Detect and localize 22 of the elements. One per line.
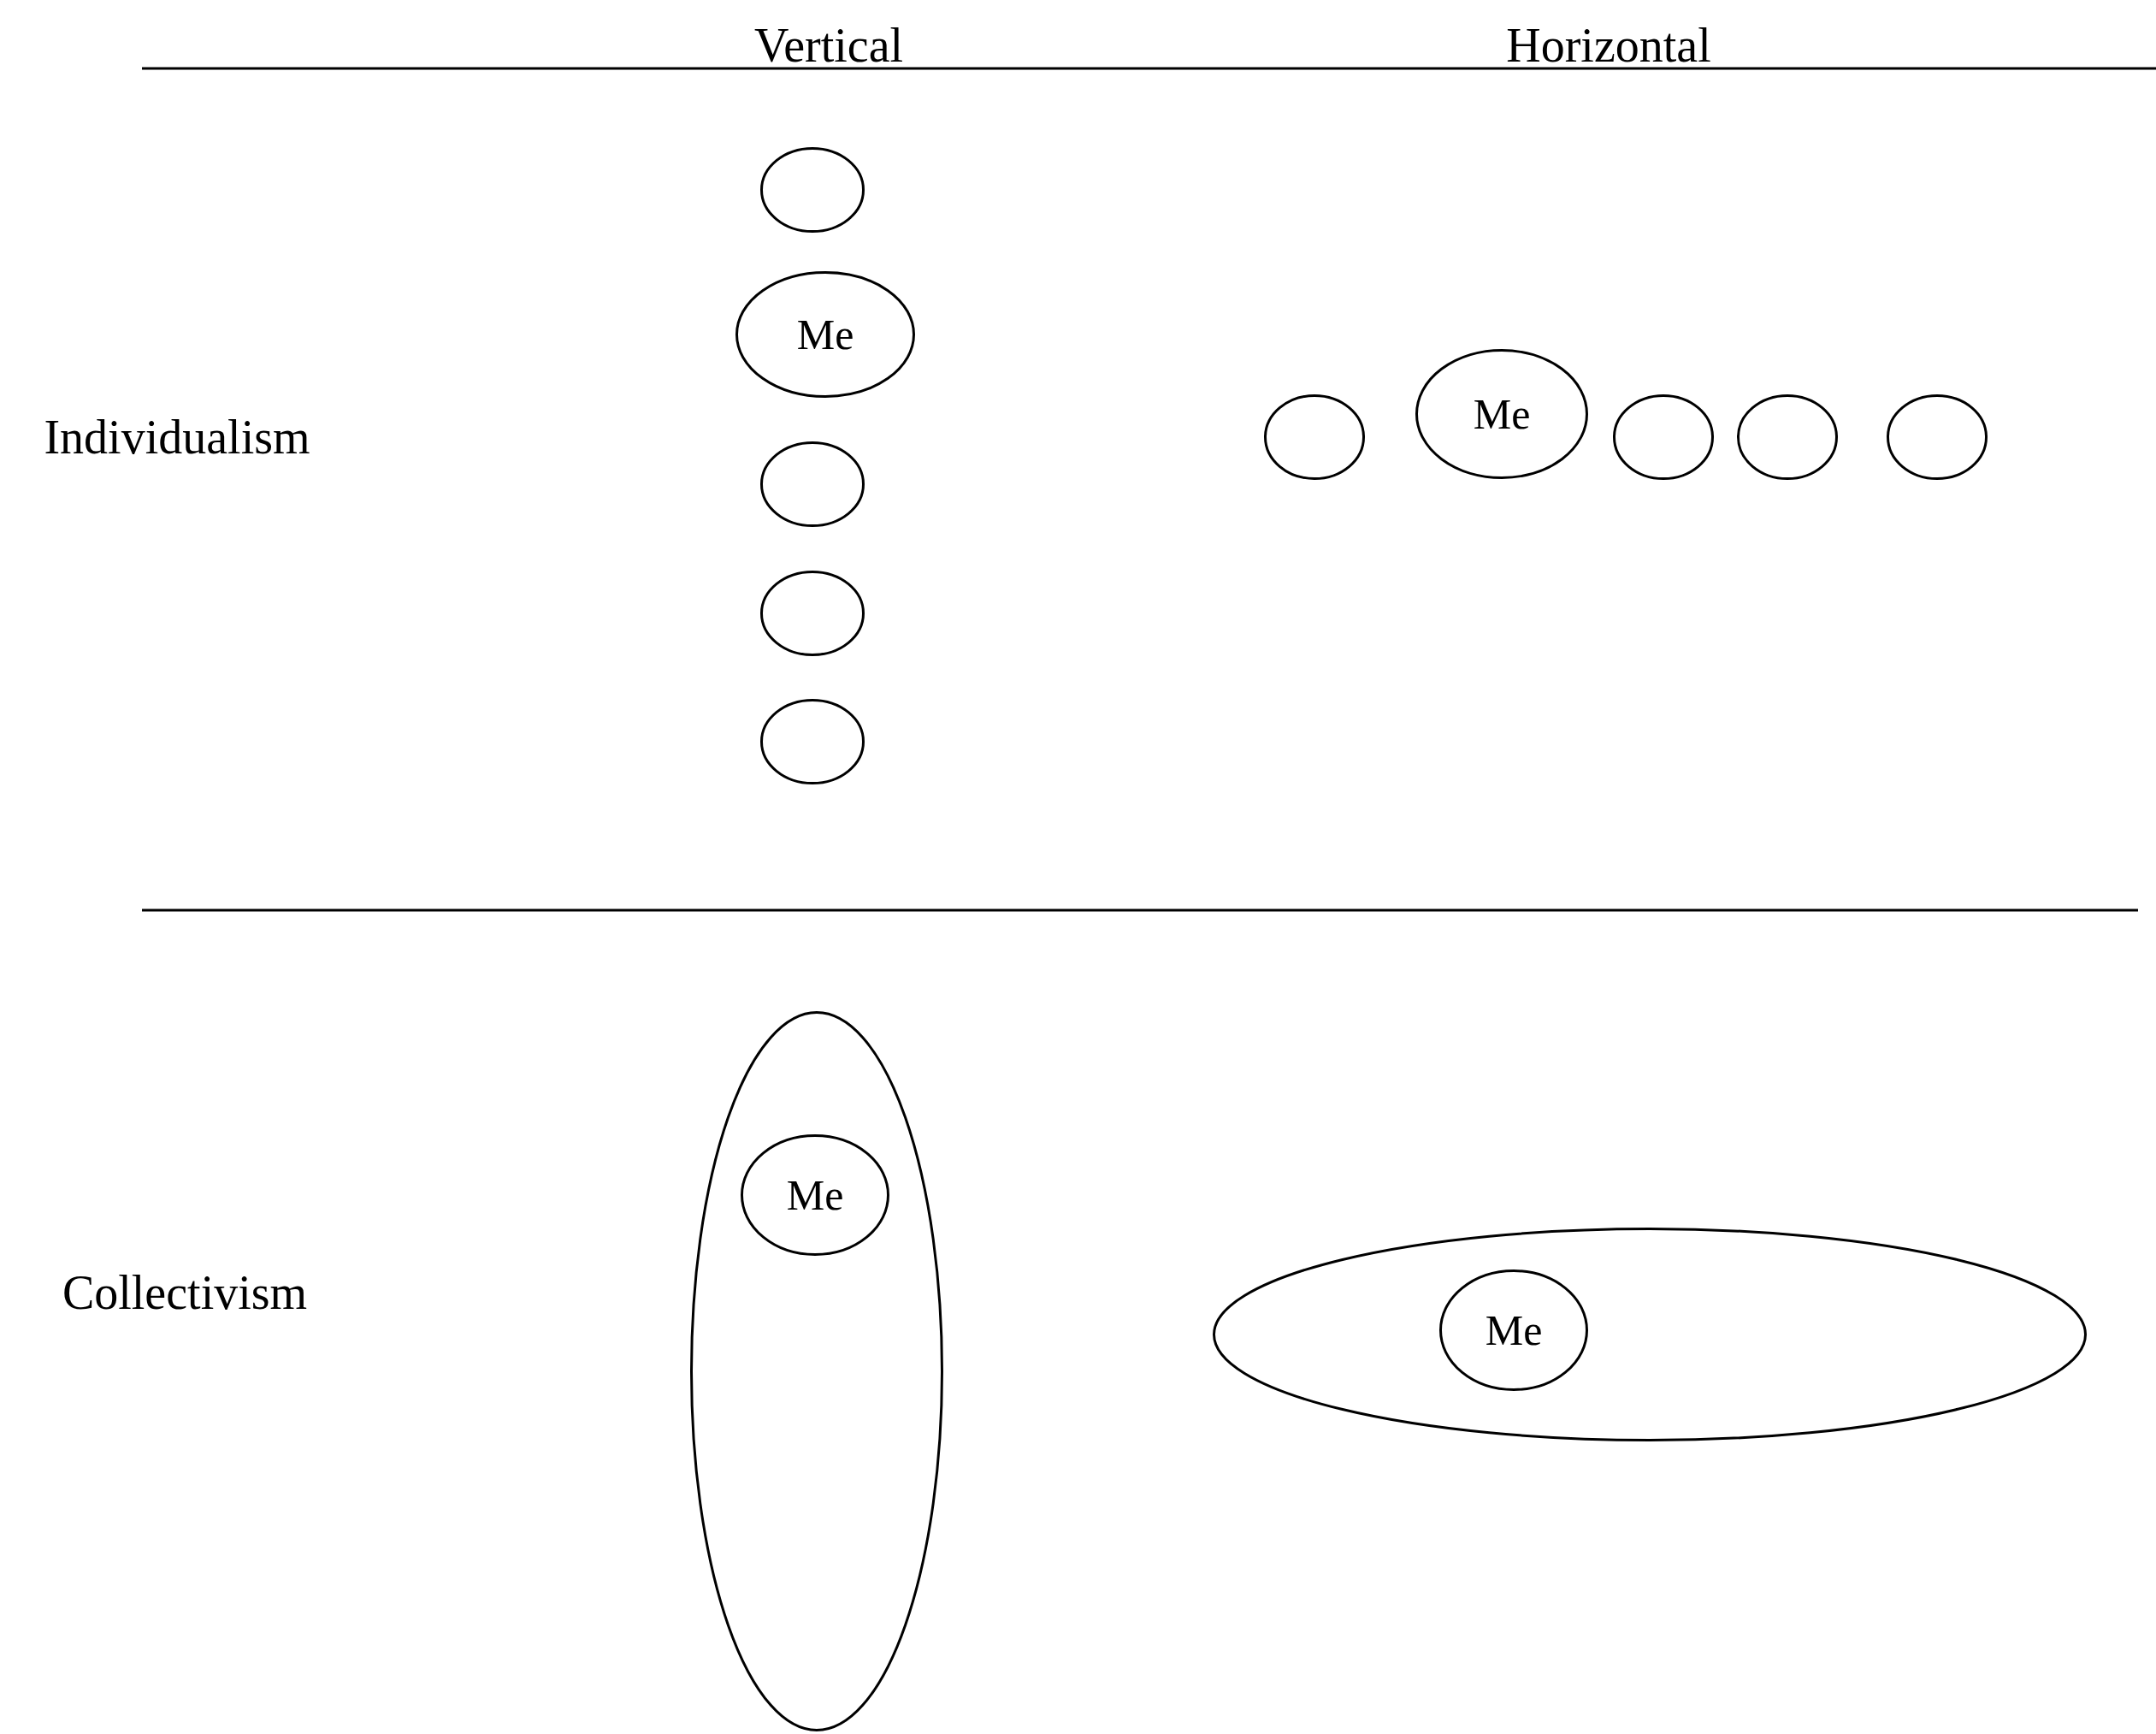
- ellipse-node: [1415, 349, 1588, 479]
- ellipse-node: [1887, 394, 1988, 480]
- ellipse-node: [1264, 394, 1365, 480]
- node-label: Me: [1485, 1309, 1543, 1352]
- ellipse-node: [1213, 1228, 2087, 1441]
- ellipse-node: [690, 1011, 943, 1731]
- node-label: Me: [786, 1174, 844, 1216]
- ellipse-node: [760, 699, 865, 784]
- ellipse-node: [741, 1134, 889, 1256]
- row-heading: Collectivism: [62, 1269, 308, 1317]
- ellipse-node: [760, 571, 865, 656]
- ellipse-node: [1613, 394, 1714, 480]
- row-heading: Individualism: [44, 413, 310, 461]
- column-heading: Vertical: [753, 21, 904, 69]
- ellipse-node: [1439, 1269, 1588, 1391]
- ellipse-node: [735, 271, 915, 398]
- ellipse-node: [760, 441, 865, 527]
- ellipse-node: [760, 147, 865, 233]
- ellipse-node: [1737, 394, 1838, 480]
- node-label: Me: [796, 313, 854, 356]
- node-label: Me: [1473, 393, 1531, 435]
- column-heading: Horizontal: [1506, 21, 1711, 69]
